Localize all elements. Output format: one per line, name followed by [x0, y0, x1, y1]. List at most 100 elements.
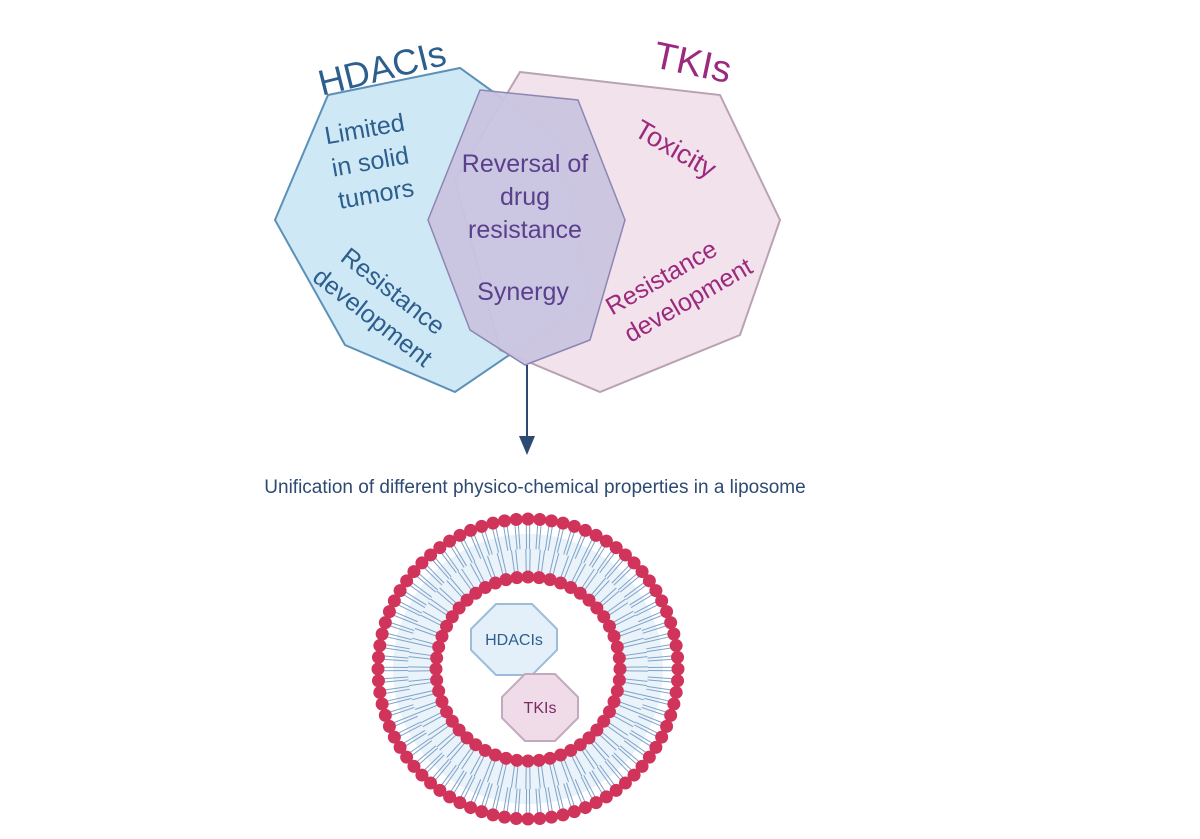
lipid-tail: [500, 551, 507, 574]
inner-lipid-head: [440, 705, 454, 719]
lipid-tail: [607, 725, 626, 740]
lipid-tail: [411, 637, 434, 645]
outer-lipid-head: [424, 548, 438, 562]
lipid-tail: [647, 679, 672, 683]
lipid-tail: [644, 695, 669, 702]
outer-lipid-head: [544, 514, 558, 528]
outer-lipid-head: [464, 523, 478, 537]
outer-lipid-head: [498, 514, 512, 528]
lipid-tail: [424, 568, 443, 586]
lipid-tail: [644, 633, 668, 641]
lipid-tail: [400, 601, 422, 614]
outer-lipid-head: [443, 534, 457, 548]
outer-lipid-head: [669, 639, 683, 653]
inner-lipid-head: [532, 571, 546, 585]
lipid-tail: [622, 693, 645, 701]
lipid-tail: [541, 765, 546, 788]
outer-lipid-head: [649, 584, 663, 598]
inner-lipid-head: [590, 723, 604, 737]
outer-lipid-head: [635, 565, 649, 579]
lipid-tail: [599, 553, 615, 574]
outer-lipid-heads: [371, 512, 685, 826]
lipid-tail: [622, 637, 645, 645]
lipid-tail: [422, 610, 443, 623]
lipid-tail: [625, 678, 648, 682]
lipid-tail: [408, 678, 431, 682]
lipid-tail: [414, 701, 436, 710]
lipid-tail: [481, 782, 491, 806]
lipid-tail: [492, 529, 500, 553]
overlap-item-synergy: Synergy: [477, 278, 569, 306]
lipid-tail: [635, 721, 658, 734]
outer-lipid-head: [567, 805, 581, 819]
lipid-tail: [619, 576, 639, 593]
lipid-tail: [593, 740, 610, 758]
lipid-tail: [635, 604, 658, 617]
inner-lipid-head: [573, 738, 587, 752]
lipid-tail: [617, 573, 637, 591]
lipid-tail: [391, 622, 415, 632]
lipid-tail: [460, 541, 473, 563]
lipid-tail: [638, 611, 661, 623]
lipid-tail: [487, 761, 496, 783]
lipid-tail: [554, 785, 561, 810]
inner-lipid-head: [499, 573, 513, 587]
lipid-tail: [630, 730, 652, 744]
inner-lipid-head: [597, 714, 611, 728]
lipid-tail: [599, 587, 617, 604]
lipid-tail: [647, 676, 672, 680]
lipid-tail: [623, 690, 646, 697]
lipid-tail: [647, 655, 672, 659]
lipid-tail: [535, 788, 539, 813]
lipid-tails: [384, 525, 672, 813]
lipid-tail: [430, 725, 449, 740]
inner-lipid-head: [435, 629, 449, 643]
down-arrow-head: [519, 436, 535, 455]
lipid-tail: [620, 701, 642, 710]
lipid-tail: [571, 561, 583, 582]
lipid-tail: [419, 747, 439, 765]
outer-lipid-head: [475, 519, 489, 533]
outer-lipid-head: [378, 616, 392, 630]
outer-lipid-head: [655, 594, 669, 608]
inner-lipid-head: [521, 570, 535, 584]
inner-lipid-head: [532, 753, 546, 767]
lipid-tail: [492, 785, 500, 809]
outer-lipid-head: [378, 708, 392, 722]
lipid-tail: [574, 563, 587, 584]
lipid-tail: [552, 552, 560, 575]
inner-lipid-head: [469, 738, 483, 752]
outer-lipid-head: [407, 565, 421, 579]
lipid-tail: [395, 715, 418, 727]
inner-lipid-head: [564, 581, 578, 595]
outer-lipid-head: [660, 605, 674, 619]
lipid-tail: [565, 782, 575, 806]
lipid-tail: [647, 658, 672, 662]
lipid-tail: [574, 754, 587, 775]
inner-lipid-head: [510, 571, 524, 585]
lipid-tail: [596, 551, 612, 572]
lipid-tail: [444, 551, 460, 572]
inner-lipid-head: [488, 748, 502, 762]
outer-lipid-head: [433, 783, 447, 797]
lipid-tail: [591, 577, 607, 595]
lipid-tail: [385, 688, 410, 694]
outer-lipid-head: [415, 556, 429, 570]
lipid-tail: [496, 763, 504, 786]
lipid-tail: [535, 525, 539, 550]
lipid-tail: [574, 779, 586, 802]
inner-lipid-head: [543, 751, 557, 765]
outer-lipid-head: [556, 808, 570, 822]
lipid-tail: [604, 760, 621, 780]
outer-lipid-head: [544, 810, 558, 824]
lipid-tail: [606, 560, 624, 580]
inner-lipid-head: [445, 610, 459, 624]
lipid-tail: [385, 685, 410, 691]
lipid-tail: [427, 722, 447, 736]
lipid-tail: [424, 752, 443, 770]
lipid-tail: [639, 615, 662, 625]
outer-lipid-head: [387, 594, 401, 608]
lipid-tail: [436, 590, 454, 606]
lipid-tail: [619, 745, 639, 762]
lipid-tail: [390, 625, 414, 634]
